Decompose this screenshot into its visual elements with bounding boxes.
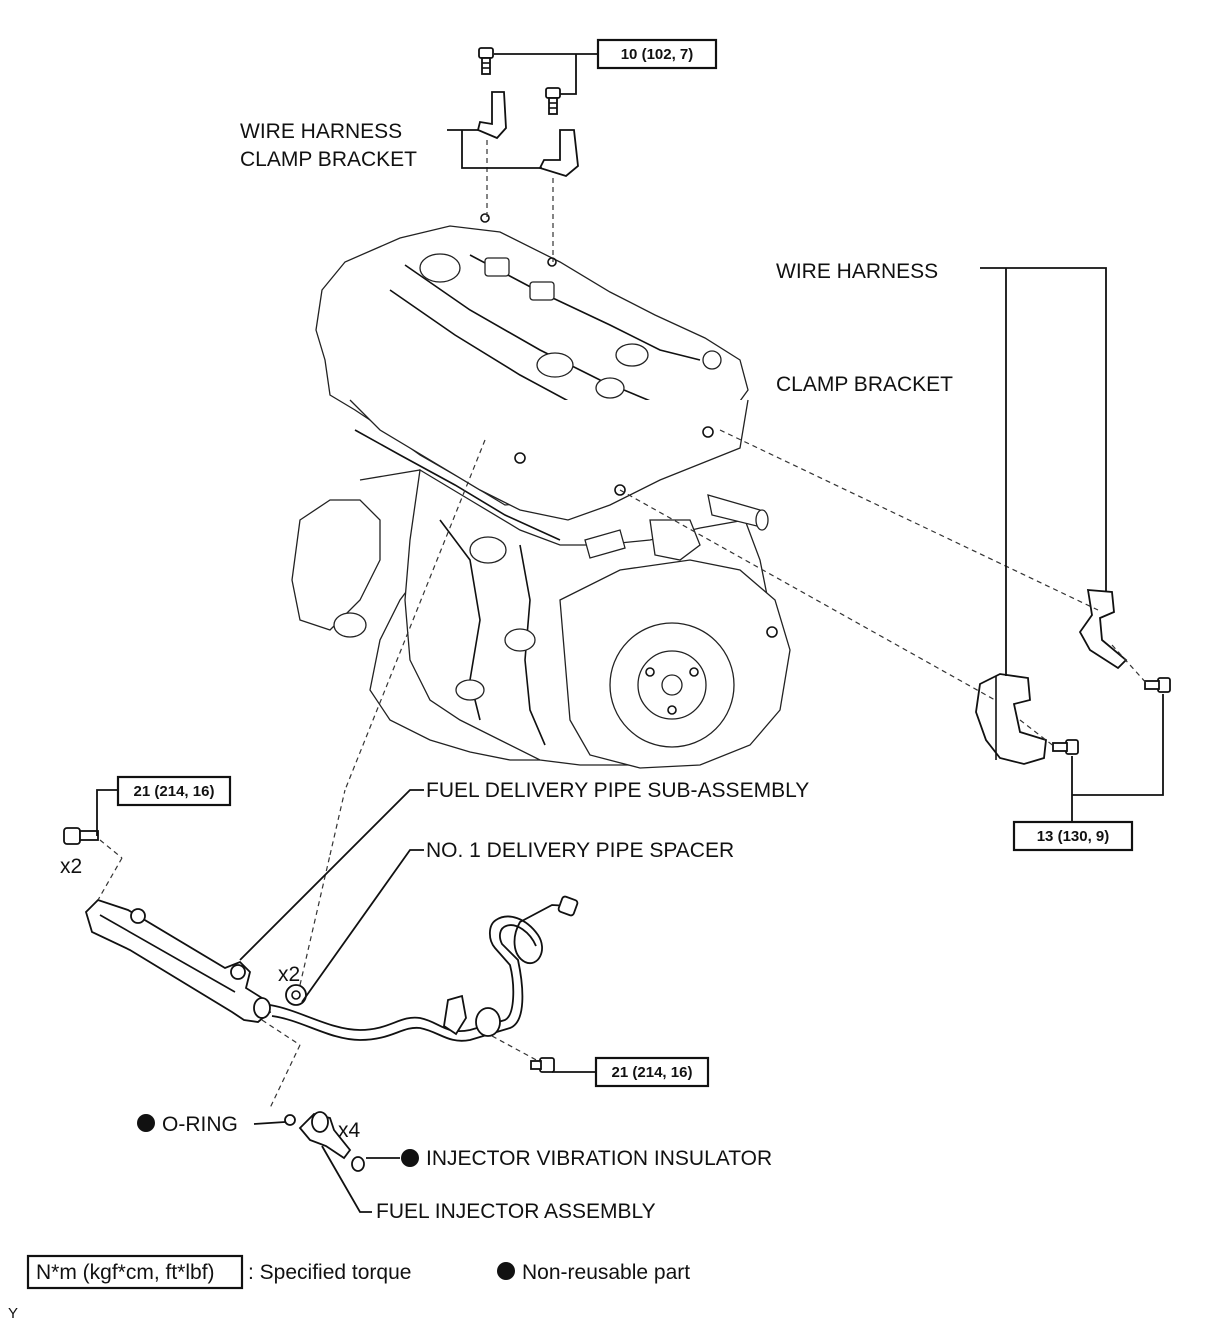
torque-box-left: 21 (214, 16) <box>116 775 232 807</box>
label-delivery-pipe-spacer: NO. 1 DELIVERY PIPE SPACER <box>426 839 734 862</box>
label-fuel-delivery-pipe: FUEL DELIVERY PIPE SUB-ASSEMBLY <box>426 779 809 802</box>
legend-torque-text: : Specified torque <box>248 1261 411 1284</box>
nonreusable-dot-oring <box>137 1114 155 1132</box>
top-bolt-2 <box>545 87 561 115</box>
label-injector-vibration-insulator: INJECTOR VIBRATION INSULATOR <box>426 1147 772 1170</box>
injector-assembly <box>253 1111 400 1213</box>
qty-bolt-left: x2 <box>60 855 82 878</box>
label-wire-harness-top-2: CLAMP BRACKET <box>240 148 417 171</box>
right-bolt-lower <box>1052 739 1079 755</box>
svg-text:21 (214, 16): 21 (214, 16) <box>134 783 215 800</box>
svg-text:10 (102, 7): 10 (102, 7) <box>621 46 694 63</box>
legend: N*m (kgf*cm, ft*lbf) : Specified torque … <box>26 1254 690 1290</box>
right-clamp-brackets <box>619 267 1171 822</box>
label-o-ring: O-RING <box>162 1113 238 1136</box>
svg-text:13 (130, 9): 13 (130, 9) <box>1037 828 1110 845</box>
label-wire-harness-right-1: WIRE HARNESS <box>776 260 938 283</box>
delivery-pipe-spacer <box>285 984 307 1006</box>
qty-spacer: x2 <box>278 963 300 986</box>
svg-text:21 (214, 16): 21 (214, 16) <box>612 1064 693 1081</box>
legend-nonreusable-text: Non-reusable part <box>522 1261 690 1284</box>
right-bolt-upper <box>1144 677 1171 693</box>
nonreusable-dot-insulator <box>401 1149 419 1167</box>
legend-torque-unit: N*m (kgf*cm, ft*lbf) <box>36 1261 215 1284</box>
torque-box-bottom: 21 (214, 16) <box>594 1056 710 1088</box>
label-fuel-injector-assembly: FUEL INJECTOR ASSEMBLY <box>376 1200 656 1223</box>
label-wire-harness-right-2: CLAMP BRACKET <box>776 373 953 396</box>
fuel-pipe-bolt <box>530 1057 555 1073</box>
legend-nonreusable-dot <box>497 1262 515 1280</box>
label-wire-harness-top-1: WIRE HARNESS <box>240 120 402 143</box>
fuel-delivery-pipe-assembly <box>63 439 596 1109</box>
engine-assembly <box>291 213 791 769</box>
torque-box-right: 13 (130, 9) <box>1012 820 1134 852</box>
top-bolt-1 <box>478 47 494 75</box>
top-clamp-brackets <box>447 47 598 262</box>
torque-box-top: 10 (102, 7) <box>596 38 718 70</box>
delivery-pipe-bolt <box>63 827 99 845</box>
corner-code: Y <box>8 1305 18 1322</box>
qty-injector: x4 <box>338 1119 361 1142</box>
